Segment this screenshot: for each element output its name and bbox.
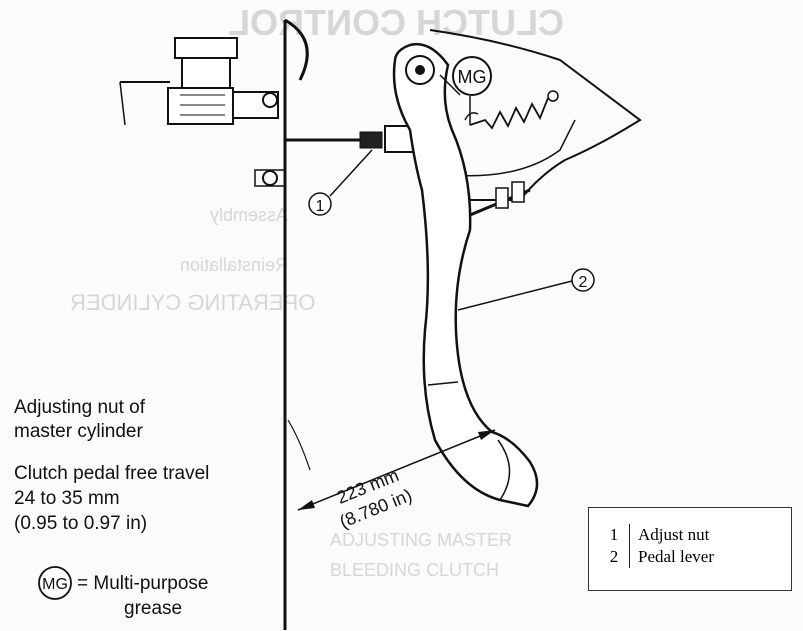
return-spring xyxy=(464,90,559,130)
legend-row-label: Adjust nut xyxy=(638,525,710,544)
callout-1-circle xyxy=(308,192,332,216)
pedal-bracket-outline xyxy=(429,29,642,201)
master-cylinder xyxy=(119,37,286,187)
callout-1-leader xyxy=(329,149,373,197)
grease-symbol-text: MG xyxy=(42,576,68,593)
bracket-plate xyxy=(283,18,309,630)
bracket-lower xyxy=(449,119,576,177)
grease-symbol-circle xyxy=(38,566,72,600)
parts-legend-table: 1 Adjust nut 2 Pedal lever xyxy=(599,524,722,568)
mg-callout-circle xyxy=(452,56,492,96)
adjusting-nut-note-line1: Adjusting nut of xyxy=(14,397,145,418)
mg-callout-text: MG xyxy=(458,67,487,87)
callout-2-leader xyxy=(457,280,573,311)
parts-legend: 1 Adjust nut 2 Pedal lever xyxy=(588,507,792,591)
legend-row: 2 Pedal lever xyxy=(599,546,722,568)
bleed-through-text: BLEEDING CLUTCH xyxy=(330,560,500,580)
grease-note-line1: = Multi-purpose xyxy=(77,573,209,594)
pedal-stop-switch xyxy=(469,181,531,217)
callout-2-number: 2 xyxy=(579,274,588,291)
callout-2-circle xyxy=(571,268,595,292)
bleed-through-text: ADJUSTING MASTER xyxy=(330,530,513,550)
mg-leader xyxy=(439,74,461,96)
callout-1-number: 1 xyxy=(316,198,325,215)
free-travel-leader xyxy=(287,419,311,471)
grease-note-line2: grease xyxy=(124,598,183,619)
free-travel-note-line2: 24 to 35 mm xyxy=(14,488,120,509)
free-travel-note-line3: (0.95 to 0.97 in) xyxy=(14,513,148,534)
adjusting-nut-note-line2: master cylinder xyxy=(14,421,143,442)
legend-row-label: Pedal lever xyxy=(638,547,714,566)
legend-row-number: 1 xyxy=(599,524,630,546)
legend-row: 1 Adjust nut xyxy=(599,524,722,546)
free-travel-note-line1: Clutch pedal free travel xyxy=(14,463,210,484)
legend-row-number: 2 xyxy=(599,546,630,568)
pedal-lever xyxy=(392,42,539,508)
